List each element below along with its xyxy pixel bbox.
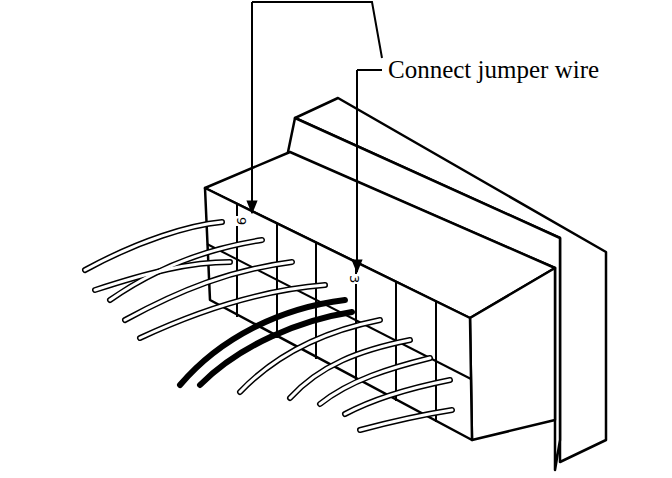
pin-number: 3 xyxy=(348,274,361,284)
wire-bundle xyxy=(85,222,452,430)
pin-number: 9 xyxy=(235,216,248,226)
leader-lines xyxy=(252,2,382,272)
callout-text: Connect jumper wire xyxy=(388,57,599,82)
connector-housing xyxy=(205,98,606,470)
